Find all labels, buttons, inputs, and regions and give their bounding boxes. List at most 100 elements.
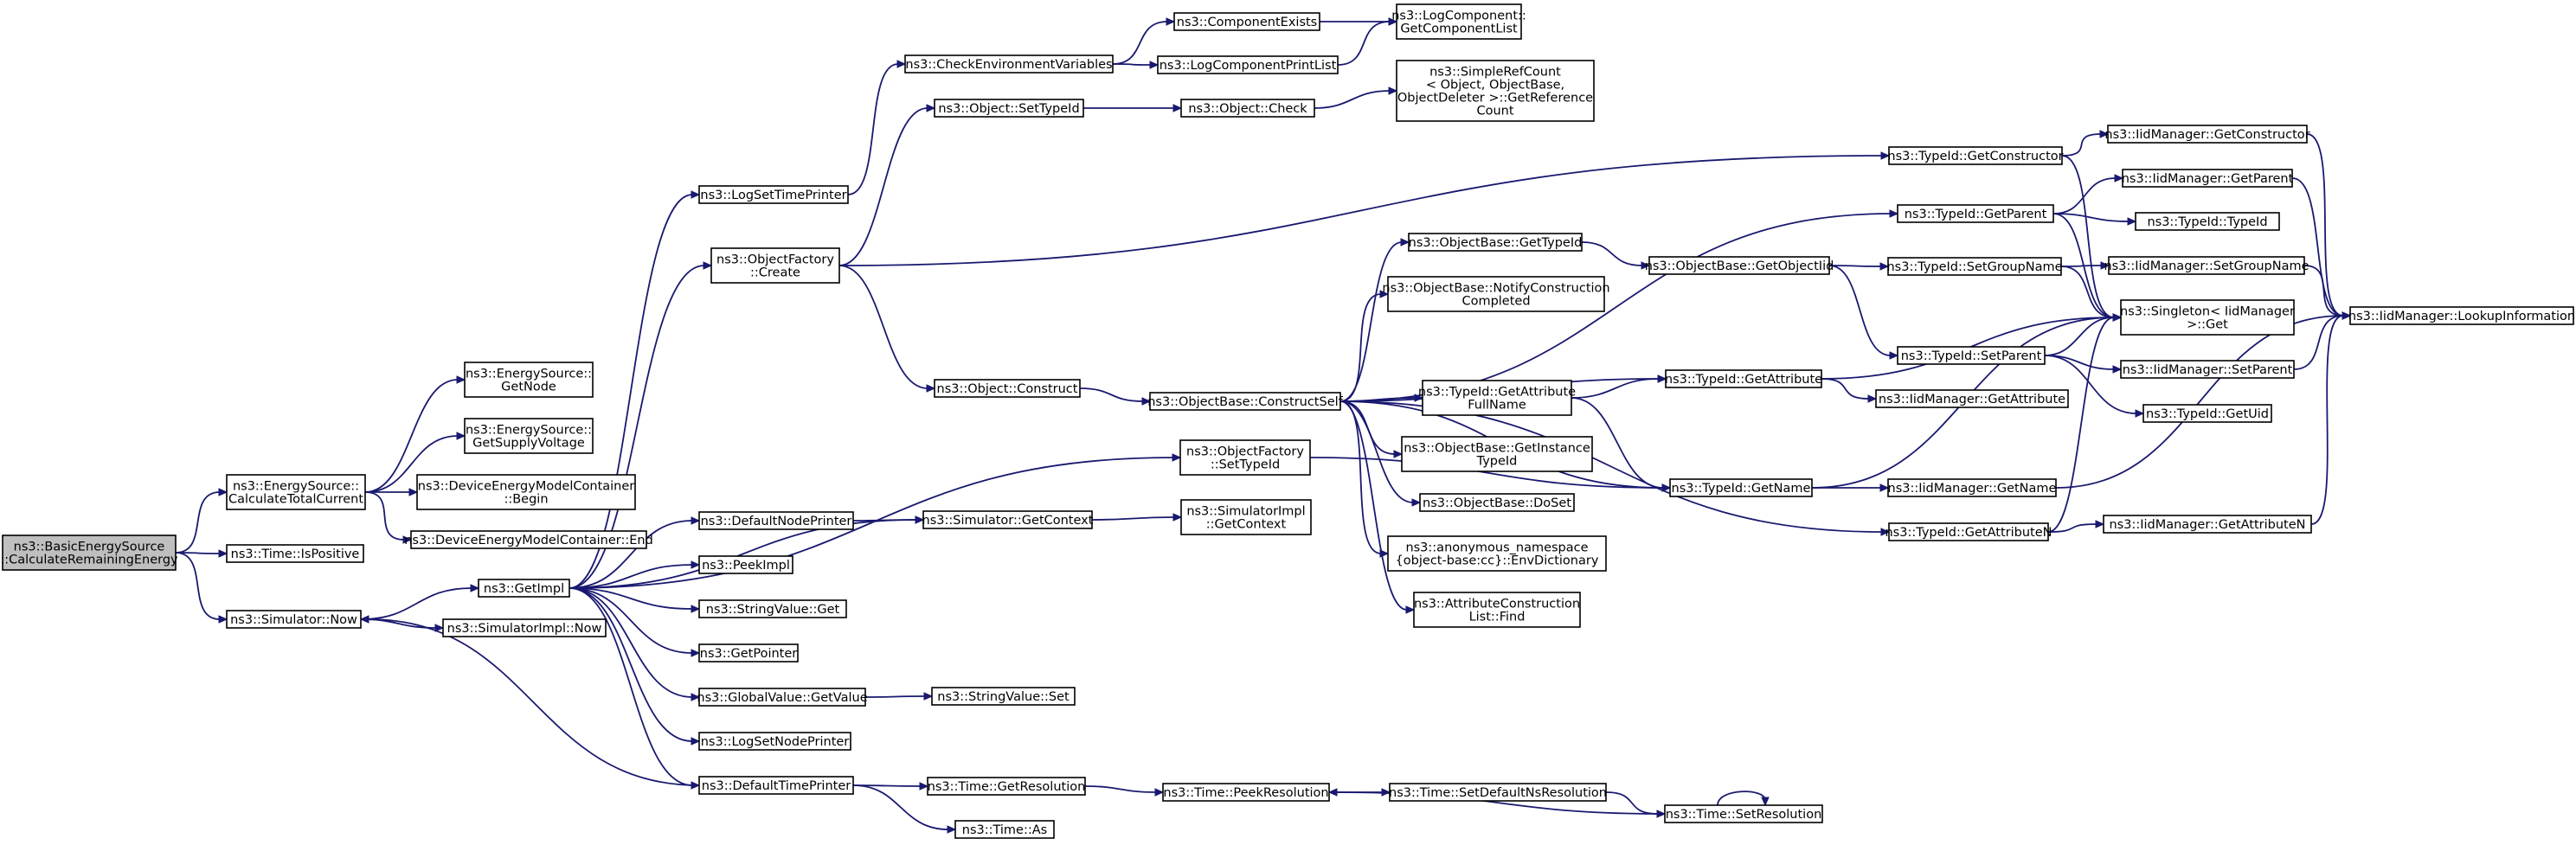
node-box <box>2120 360 2295 379</box>
arrowhead-time-get-resolution <box>919 782 929 791</box>
node-obj-construct[interactable]: ns3::Object::Construct <box>934 379 1081 398</box>
edge-obj-construct-to-obj-base-construct-self <box>1079 387 1144 402</box>
node-calc-total[interactable]: ns3::EnergySource::CalculateTotalCurrent <box>226 474 366 510</box>
node-label: ns3::EnergySource:: <box>233 480 359 494</box>
edge-log-set-time-printer-to-check-env-vars <box>847 63 899 195</box>
node-label: ns3::TypeId::GetAttributeN <box>1885 526 2052 540</box>
node-time-as[interactable]: ns3::Time::As <box>954 820 1055 839</box>
node-obj-factory-create[interactable]: ns3::ObjectFactory::Create <box>710 247 840 284</box>
node-default-time-printer[interactable]: ns3::DefaultTimePrinter <box>698 776 854 795</box>
arrowhead-global-value-get-value <box>691 693 701 701</box>
node-global-value-get-value[interactable]: ns3::GlobalValue::GetValue <box>697 688 868 707</box>
node-env-dictionary[interactable]: ns3::anonymous_namespace{object-base:cc}… <box>1387 535 1607 572</box>
node-type-id-set-parent[interactable]: ns3::TypeId::SetParent <box>1897 346 2046 365</box>
node-iid-manager-get-constructor[interactable]: ns3::IidManager::GetConstructor <box>2104 125 2310 144</box>
node-iid-manager-set-parent[interactable]: ns3::IidManager::SetParent <box>2120 360 2295 379</box>
node-demc-begin[interactable]: ns3::DeviceEnergyModelContainer::Begin <box>416 474 636 510</box>
node-iid-manager-lookup-information[interactable]: ns3::IidManager::LookupInformation <box>2348 306 2575 325</box>
node-iid-manager-get-name[interactable]: ns3::IidManager::GetName <box>1887 478 2057 497</box>
node-box <box>934 379 1081 398</box>
node-box <box>2107 125 2308 144</box>
node-box <box>1665 369 1822 388</box>
arrowhead-attr-construction-list-find <box>1405 605 1416 614</box>
node-default-node-printer[interactable]: ns3::DefaultNodePrinter <box>698 511 854 530</box>
node-iid-manager-get-parent[interactable]: ns3::IidManager::GetParent <box>2122 169 2294 188</box>
node-type-id-get-parent[interactable]: ns3::TypeId::GetParent <box>1897 204 2054 223</box>
node-log-component-print-list[interactable]: ns3::LogComponentPrintList <box>1157 55 1339 74</box>
node-label: ns3::TypeId::TypeId <box>2147 215 2267 229</box>
node-get-impl[interactable]: ns3::GetImpl <box>478 579 570 598</box>
node-obj-base-do-set[interactable]: ns3::ObjectBase::DoSet <box>1419 493 1575 512</box>
node-type-id-set-group-name[interactable]: ns3::TypeId::SetGroupName <box>1886 257 2063 276</box>
node-singleton-get[interactable]: ns3::Singleton< IidManager>::Get <box>2120 299 2295 336</box>
arrowhead-check-env-vars <box>896 60 907 68</box>
node-obj-base-get-type-id[interactable]: ns3::ObjectBase::GetTypeId <box>1408 233 1583 252</box>
node-type-id-get-constructor[interactable]: ns3::TypeId::GetConstructor <box>1887 146 2064 165</box>
node-box <box>1888 146 2063 165</box>
node-label: FullName <box>1468 399 1526 413</box>
node-sim-now[interactable]: ns3::Simulator::Now <box>226 610 362 629</box>
node-type-id-type-id[interactable]: ns3::TypeId::TypeId <box>2135 212 2280 231</box>
node-sim-impl-get-context[interactable]: ns3::SimulatorImpl::GetContext <box>1180 499 1312 535</box>
node-time-peek-resolution[interactable]: ns3::Time::PeekResolution <box>1162 783 1330 802</box>
node-obj-base-get-object-iid[interactable]: ns3::ObjectBase::GetObjectIid <box>1645 256 1834 275</box>
node-box <box>1888 522 2049 541</box>
node-peek-impl[interactable]: ns3::PeekImpl <box>698 555 793 574</box>
node-type-id-get-uid[interactable]: ns3::TypeId::GetUid <box>2142 404 2272 423</box>
arrowhead-sim-get-context <box>915 515 925 524</box>
node-iid-manager-get-attribute[interactable]: ns3::IidManager::GetAttribute <box>1875 389 2069 408</box>
node-time-get-resolution[interactable]: ns3::Time::GetResolution <box>927 777 1086 796</box>
arrowhead-string-value-set <box>923 692 934 701</box>
arrowhead-demc-end <box>402 535 413 544</box>
node-sim-impl-now[interactable]: ns3::SimulatorImpl::Now <box>442 618 607 637</box>
arrowhead-string-value-get <box>691 605 701 613</box>
node-log-set-node-printer[interactable]: ns3::LogSetNodePrinter <box>698 732 851 751</box>
node-iid-manager-get-attribute-n[interactable]: ns3::IidManager::GetAttributeN <box>2103 515 2312 534</box>
node-log-set-time-printer[interactable]: ns3::LogSetTimePrinter <box>698 185 849 204</box>
node-get-node[interactable]: ns3::EnergySource::GetNode <box>464 362 594 398</box>
node-sim-get-context[interactable]: ns3::Simulator::GetContext <box>922 510 1094 529</box>
node-label: ns3::IidManager::GetName <box>1888 482 2057 496</box>
arrowhead-type-id-set-parent <box>1889 351 1899 360</box>
node-get-component-list[interactable]: ns3::LogComponent::GetComponentList <box>1391 3 1526 40</box>
node-obj-check[interactable]: ns3::Object::Check <box>1180 99 1315 118</box>
node-box <box>1422 380 1572 416</box>
node-box <box>464 362 594 398</box>
node-box <box>698 185 849 204</box>
edge-type-id-get-attribute-full-name-to-type-id-get-attribute <box>1571 378 1660 399</box>
node-box <box>1401 436 1593 472</box>
node-obj-set-type-id[interactable]: ns3::Object::SetTypeId <box>934 99 1084 118</box>
node-label: CalculateTotalCurrent <box>228 493 363 507</box>
node-time-set-resolution[interactable]: ns3::Time::SetResolution <box>1664 804 1823 823</box>
node-obj-factory-set-type-id[interactable]: ns3::ObjectFactory::SetTypeId <box>1179 439 1311 476</box>
node-string-value-set[interactable]: ns3::StringValue::Set <box>931 687 1076 706</box>
node-label: ns3::SimpleRefCount <box>1429 66 1561 80</box>
arrowhead-demc-begin <box>408 488 419 496</box>
node-type-id-get-name[interactable]: ns3::TypeId::GetName <box>1669 478 1813 497</box>
arrowhead-get-component-list <box>1388 17 1398 26</box>
node-time-set-default-ns-resolution[interactable]: ns3::Time::SetDefaultNsResolution <box>1389 783 1607 802</box>
node-obj-base-notify-construction[interactable]: ns3::ObjectBase::NotifyConstructionCompl… <box>1382 276 1610 312</box>
node-get-supply[interactable]: ns3::EnergySource::GetSupplyVoltage <box>464 418 594 454</box>
arrowhead-type-id-type-id <box>2127 217 2137 226</box>
node-box <box>1396 60 1595 122</box>
node-label: ns3::ObjectBase::DoSet <box>1423 496 1571 510</box>
node-iid-manager-set-group-name[interactable]: ns3::IidManager::SetGroupName <box>2104 256 2309 275</box>
node-label: ns3::CheckEnvironmentVariables <box>905 58 1112 72</box>
node-string-value-get[interactable]: ns3::StringValue::Get <box>698 599 847 618</box>
node-get-pointer[interactable]: ns3::GetPointer <box>698 643 799 663</box>
node-label: ns3::ObjectFactory <box>716 253 834 267</box>
node-label: ns3::StringValue::Set <box>937 690 1070 704</box>
node-obj-base-construct-self[interactable]: ns3::ObjectBase::ConstructSelf <box>1147 392 1344 411</box>
node-is-positive[interactable]: ns3::Time::IsPositive <box>226 544 364 563</box>
node-root[interactable]: ns3::BasicEnergySource::CalculateRemaini… <box>0 535 178 571</box>
node-type-id-get-attribute-n[interactable]: ns3::TypeId::GetAttributeN <box>1885 522 2052 541</box>
node-demc-end[interactable]: ns3::DeviceEnergyModelContainer::End <box>404 530 653 549</box>
node-simple-ref-count[interactable]: ns3::SimpleRefCount< Object, ObjectBase,… <box>1396 60 1595 122</box>
node-component-exists[interactable]: ns3::ComponentExists <box>1173 12 1320 31</box>
node-type-id-get-attribute[interactable]: ns3::TypeId::GetAttribute <box>1665 369 1822 388</box>
node-check-env-vars[interactable]: ns3::CheckEnvironmentVariables <box>904 54 1114 74</box>
